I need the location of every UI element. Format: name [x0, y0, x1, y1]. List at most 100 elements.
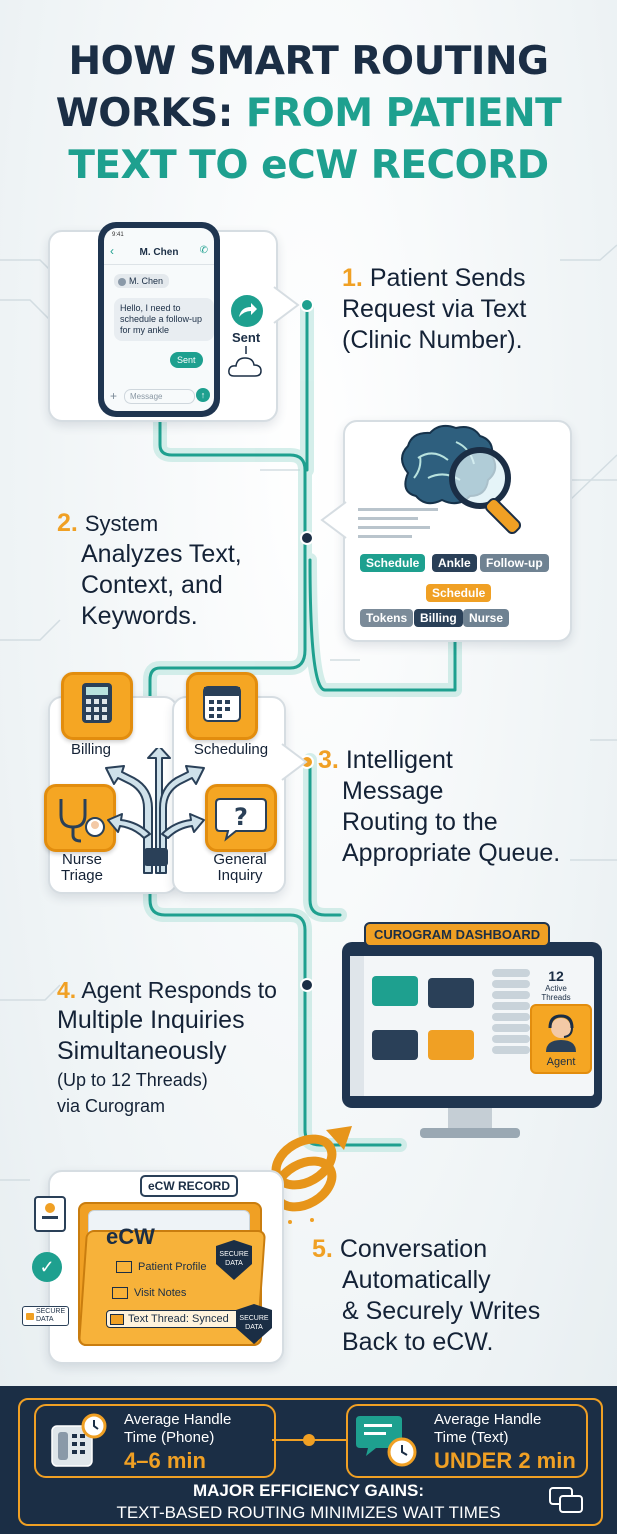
general-inquiry-line-1: General: [213, 851, 267, 868]
step-5-text: 5. Conversation Automatically & Securely…: [312, 1234, 607, 1358]
tag-follow-up: Follow-up: [480, 554, 549, 572]
sender-chip: M. Chen: [114, 274, 170, 288]
chat-bubbles-icon: [549, 1487, 583, 1513]
step-4-line-5: via Curogram: [57, 1096, 166, 1116]
add-attachment-icon[interactable]: +: [110, 389, 118, 403]
general-inquiry-queue: ?: [205, 784, 277, 852]
step-5-line-3: & Securely Writes: [342, 1297, 541, 1325]
title-line-1: HOW SMART ROUTING: [68, 39, 549, 84]
folder-icon: [110, 1313, 124, 1325]
title-line-2-dark: WORKS:: [55, 91, 246, 136]
secure-3-a: SECURE: [35, 1308, 66, 1315]
step-2-line-3: Context, and: [81, 571, 223, 599]
agent-label: Agent: [546, 1056, 576, 1068]
secure-1-b: DATA: [225, 1260, 243, 1267]
share-arrow-icon: [231, 295, 263, 327]
tag-nurse: Nurse: [463, 609, 510, 627]
chat-timer-icon: [356, 1416, 417, 1467]
agent-card: Agent: [530, 1004, 592, 1074]
check-circle-icon: ✓: [32, 1252, 62, 1282]
ecw-item-3: Text Thread: Synced: [106, 1310, 242, 1328]
step-4-number: 4.: [57, 977, 77, 1003]
contact-list: [492, 966, 530, 1057]
step-2-number: 2.: [57, 509, 78, 537]
dashboard-sidebar: [350, 956, 364, 1096]
desk-phone-icon: [51, 1413, 107, 1467]
scheduling-queue: [186, 672, 258, 740]
stats-footer: Average Handle Time (Phone) 4–6 min Aver…: [0, 1386, 617, 1534]
text-lines: [358, 508, 438, 538]
step-1-label: Patient Sends Request via Text (Clinic N…: [342, 264, 527, 354]
secure-1-a: SECURE: [219, 1251, 249, 1258]
send-icon[interactable]: ↑: [196, 388, 210, 402]
monitor-stand: [448, 1108, 492, 1130]
nurse-triage-label: Nurse Triage: [46, 852, 118, 884]
dashboard-title: CUROGRAM DASHBOARD: [364, 922, 551, 947]
phone-call-icon[interactable]: ✆: [199, 245, 208, 256]
step-4-line-1: Agent Responds to: [81, 977, 277, 1003]
step-4-line-4: (Up to 12 Threads): [57, 1070, 208, 1090]
secure-2-b: DATA: [245, 1324, 263, 1331]
thread-bubble-1: [372, 976, 418, 1006]
step-5-number: 5.: [312, 1235, 333, 1263]
sent-bubble: Sent: [170, 352, 203, 368]
step-1-text: 1. Patient Sends Request via Text (Clini…: [342, 263, 602, 356]
step-3-line-3: Routing to the: [342, 808, 498, 836]
sender-name: M. Chen: [129, 276, 164, 286]
thread-bubble-3: [372, 1030, 418, 1060]
conversation-contact: M. Chen: [139, 247, 179, 258]
status-time: 9:41: [112, 232, 124, 238]
tag-ankle: Ankle: [432, 554, 477, 572]
phone-screen: 9:41 ‹ M. Chen ✆ M. Chen Hello, I need t…: [104, 228, 214, 411]
step-5-line-4: Back to eCW.: [342, 1328, 494, 1356]
step-4-line-3: Simultaneously: [57, 1037, 227, 1065]
header-divider: [104, 264, 214, 265]
phone-device: 9:41 ‹ M. Chen ✆ M. Chen Hello, I need t…: [98, 222, 220, 417]
sent-label: Sent: [232, 330, 261, 345]
stethoscope-icon: [59, 799, 105, 843]
card-pointer-3: [281, 743, 308, 781]
nurse-triage-line-1: Nurse: [61, 851, 102, 868]
phone-stat-label: Average Handle Time (Phone): [124, 1411, 231, 1447]
step-2-line-2: Analyzes Text,: [81, 540, 242, 568]
step-2-text: 2. System Analyzes Text, Context, and Ke…: [57, 508, 297, 632]
phone-stat-value: 4–6 min: [124, 1448, 206, 1473]
thread-bubble-4: [428, 1030, 474, 1060]
footer-line-2: TEXT-BASED ROUTING MINIMIZES WAIT TIMES: [116, 1503, 501, 1522]
folder-icon: [116, 1261, 132, 1274]
stats-connector-dot: [303, 1434, 315, 1446]
text-stat-label-1: Average Handle: [434, 1411, 542, 1428]
tag-billing: Billing: [414, 609, 463, 627]
step-2-line-1: System: [84, 511, 159, 536]
ecw-brand: eCW: [106, 1224, 155, 1249]
back-chevron-icon[interactable]: ‹: [110, 244, 114, 258]
ecw-item-2-label: Visit Notes: [134, 1287, 187, 1299]
secure-2-a: SECURE: [239, 1315, 269, 1322]
active-count: 12: [548, 968, 564, 984]
monitor-base: [420, 1128, 520, 1138]
billing-queue: [61, 672, 133, 740]
question-bubble-icon: ?: [215, 798, 267, 842]
page-title: HOW SMART ROUTING WORKS: FROM PATIENT TE…: [0, 36, 617, 192]
text-stat: Average Handle Time (Text) UNDER 2 min: [346, 1404, 588, 1478]
ecw-item-1: Patient Profile: [116, 1261, 206, 1274]
id-badge-icon: [34, 1196, 66, 1232]
text-stat-value: UNDER 2 min: [434, 1448, 576, 1473]
thread-bubble-2: [428, 978, 474, 1008]
step-2-line-4: Keywords.: [81, 602, 198, 630]
phone-stat-label-2: Time (Phone): [124, 1429, 215, 1446]
step-3-text: 3. Intelligent Message Routing to the Ap…: [318, 745, 608, 869]
active-threads-label: Active Threads: [536, 984, 576, 1002]
ecw-item-2: Visit Notes: [112, 1287, 187, 1300]
calendar-icon: [203, 686, 241, 722]
card-pointer-2: [320, 501, 347, 539]
avatar: [118, 277, 126, 286]
ecw-record-tab: eCW RECORD: [140, 1175, 239, 1197]
scheduling-label: Scheduling: [193, 741, 269, 758]
text-stat-label-2: Time (Text): [434, 1429, 509, 1446]
folder-icon: [112, 1287, 128, 1300]
billing-label: Billing: [70, 741, 112, 758]
message-input[interactable]: Message: [124, 389, 195, 404]
